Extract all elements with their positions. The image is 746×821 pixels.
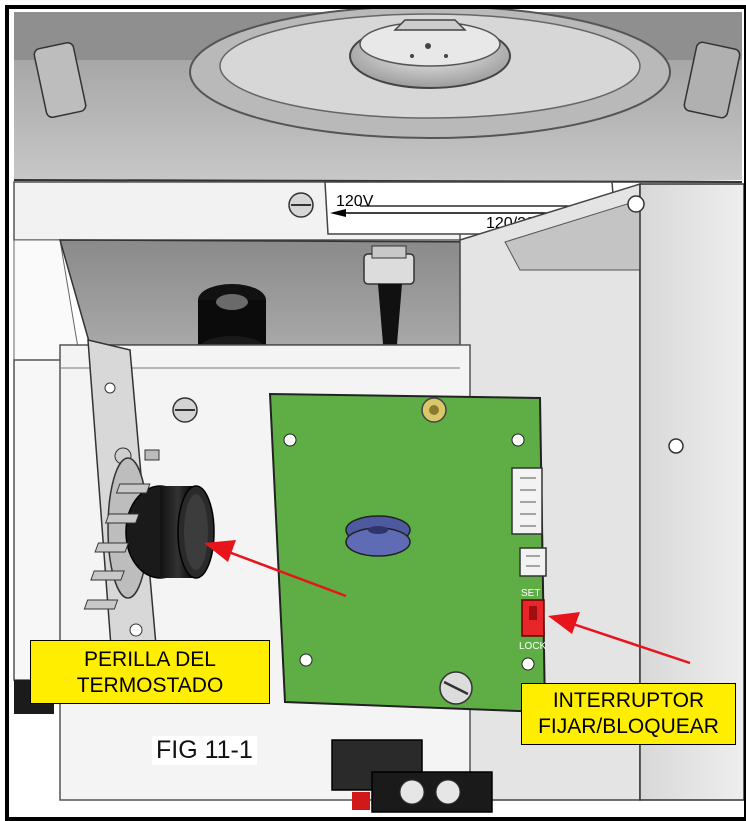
thermostat-knob: [125, 485, 215, 579]
callout-line-1: PERILLA DEL: [84, 648, 216, 671]
set-lock-switch: SET LOCK: [519, 588, 547, 652]
callout-line-2: FIJAR/BLOQUEAR: [538, 715, 719, 738]
switch-lock-label: LOCK: [519, 641, 547, 652]
fan-housing-panel: [13, 5, 743, 183]
arrow-left-icon: [330, 209, 346, 217]
terminal-block: [331, 739, 493, 813]
callout-line-1: INTERRUPTOR: [552, 689, 705, 712]
figure-border: [5, 5, 746, 821]
callout-arrow: [204, 540, 347, 598]
callout-line-2: TERMOSTADO: [76, 674, 224, 697]
set-lock-switch-callout: INTERRUPTOR FIJAR/BLOQUEAR: [521, 683, 736, 745]
callout-arrow: [548, 612, 691, 665]
cable-connector: [363, 245, 415, 356]
pin-connector: [511, 467, 547, 577]
switch-set-label: SET: [521, 588, 540, 599]
control-circuit-board: SET LOCK: [83, 392, 547, 714]
relay-coil: [345, 515, 411, 557]
screw-icon: [144, 397, 198, 461]
figure-caption: FIG 11-1: [152, 736, 257, 765]
voltage-low-label: 120V: [336, 193, 374, 210]
spade-terminal: [83, 483, 151, 610]
interior-cavity: [59, 239, 507, 346]
thermostat-knob-callout: PERILLA DEL TERMOSTADO: [30, 640, 270, 704]
wire-grommet: [198, 284, 266, 364]
